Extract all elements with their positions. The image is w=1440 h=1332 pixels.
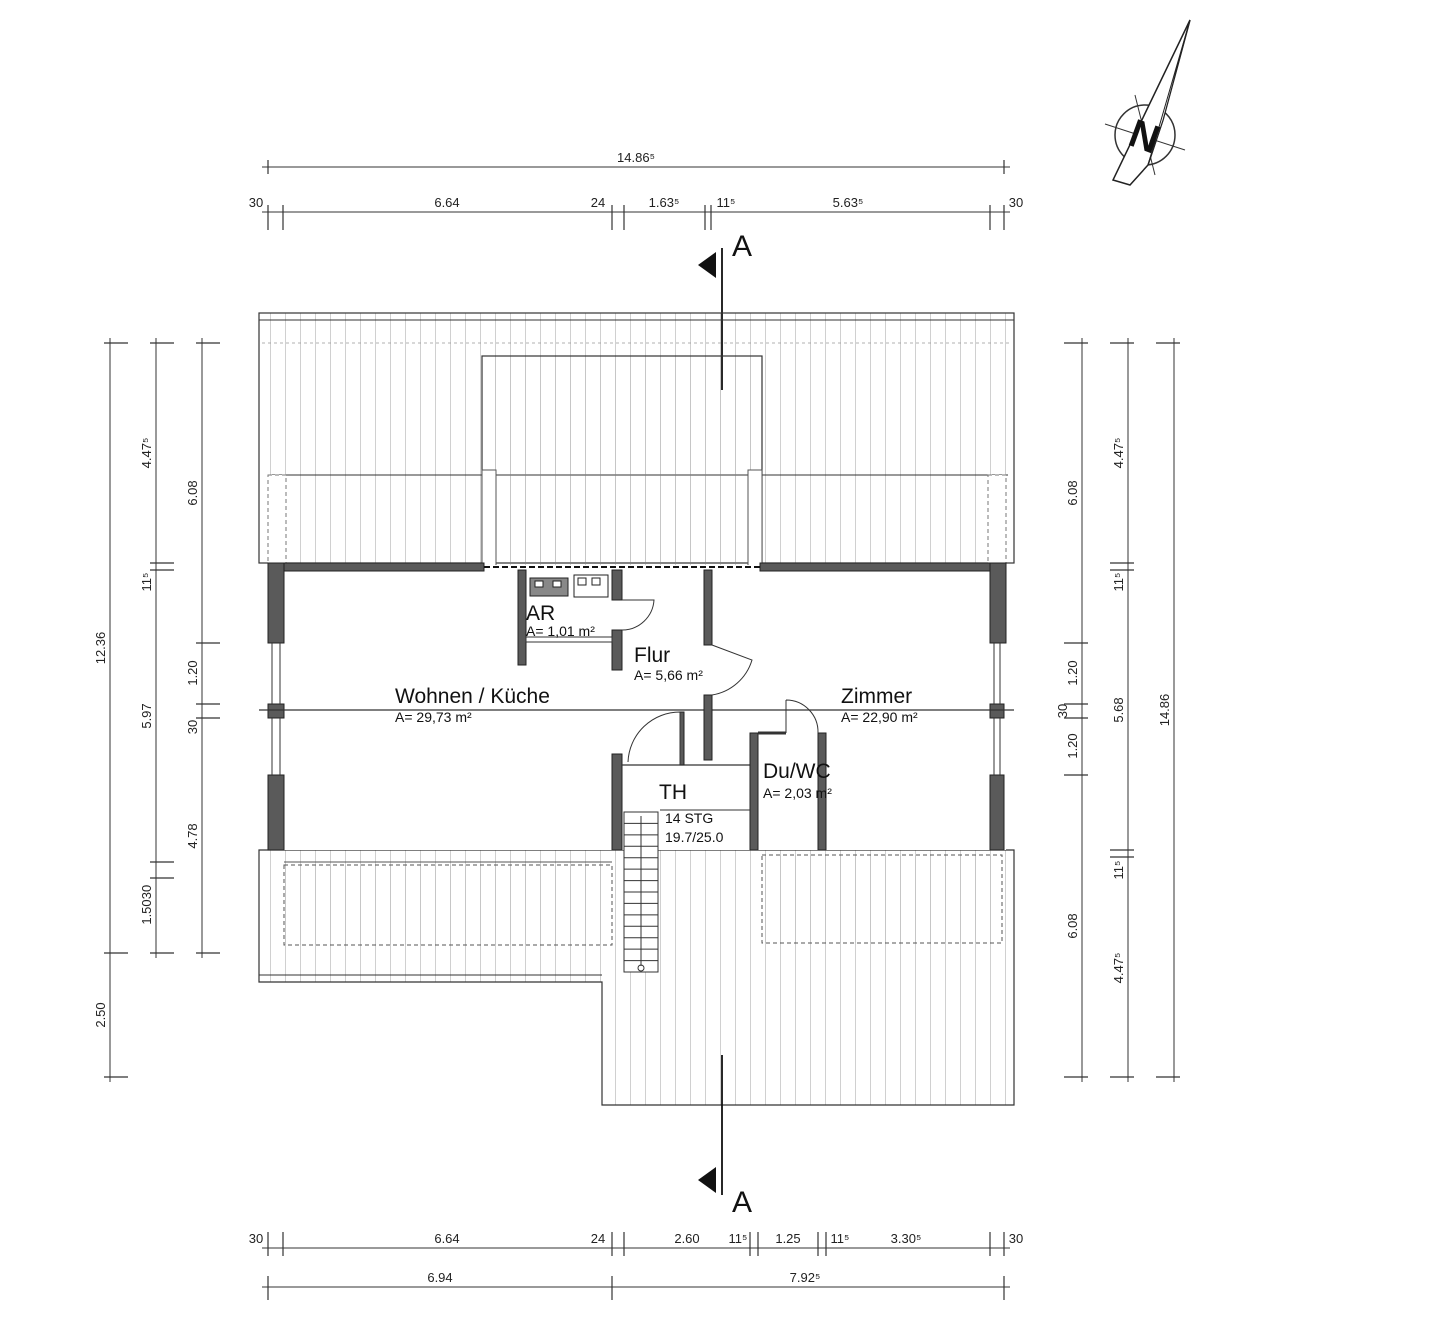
room-area-flur: A= 5,66 m² (634, 667, 703, 683)
right-inner-3: 1.20 (1065, 733, 1080, 758)
bottom-seg-1: 6.64 (434, 1231, 459, 1246)
stair-steps-label: 14 STG (665, 810, 713, 826)
right-middle-2: 5.68 (1111, 697, 1126, 722)
top-seg-0: 30 (249, 195, 263, 210)
room-labels: Wohnen / Küche A= 29,73 m² AR A= 1,01 m²… (395, 602, 918, 804)
left-dimensions: 12.36 2.50 4.47⁵ 11⁵ 5.97 1.50 30 6.08 1… (93, 338, 220, 1082)
bottom-dimensions: 30 6.64 24 2.60 11⁵ 1.25 11⁵ 3.30⁵ 30 6.… (249, 1231, 1023, 1300)
room-name-zimmer: Zimmer (841, 685, 912, 708)
bottom-total-1: 7.92⁵ (790, 1270, 821, 1285)
roof-upper (258, 312, 1015, 567)
left-middle-0: 4.47⁵ (139, 438, 154, 469)
left-middle-3: 1.50 (139, 899, 154, 924)
left-middle-2: 5.97 (139, 703, 154, 728)
bottom-seg-3: 2.60 (674, 1231, 699, 1246)
bottom-seg-5: 1.25 (775, 1231, 800, 1246)
north-arrow-icon: N (1104, 19, 1191, 186)
right-inner-2: 30 (1055, 704, 1070, 718)
right-middle-0: 4.47⁵ (1111, 438, 1126, 469)
staircase: 14 STG 19.7/25.0 (623, 809, 750, 973)
left-middle-1: 11⁵ (139, 573, 154, 592)
room-area-zimmer: A= 22,90 m² (841, 709, 918, 725)
room-area-duwc: A= 2,03 m² (763, 785, 832, 801)
bottom-seg-4: 11⁵ (729, 1231, 748, 1246)
top-dimensions: 14.86⁵ 30 6.64 24 1.63⁵ 11⁵ 5.63⁵ 30 (249, 150, 1023, 230)
roof-lower (258, 849, 1015, 1106)
left-outer-0: 12.36 (93, 632, 108, 665)
top-seg-4: 11⁵ (717, 195, 736, 210)
bottom-total-0: 6.94 (427, 1270, 452, 1285)
top-seg-6: 30 (1009, 195, 1023, 210)
section-letter-top: A (732, 230, 752, 263)
top-total-label: 14.86⁵ (617, 150, 655, 165)
top-seg-3: 1.63⁵ (649, 195, 680, 210)
right-inner-1: 1.20 (1065, 660, 1080, 685)
floor-interior (268, 565, 1006, 850)
bottom-seg-7: 3.30⁵ (891, 1231, 922, 1246)
left-outer-1: 2.50 (93, 1002, 108, 1027)
right-middle-1: 11⁵ (1111, 573, 1126, 592)
room-name-duwc: Du/WC (763, 760, 831, 783)
left-inner-2: 30 (185, 720, 200, 734)
room-name-ar: AR (526, 602, 555, 625)
right-outer-0: 14.86 (1157, 694, 1172, 727)
walls (259, 562, 1014, 851)
room-area-ar: A= 1,01 m² (526, 623, 595, 639)
room-area-wohnen: A= 29,73 m² (395, 709, 472, 725)
section-letter-bottom: A (732, 1186, 752, 1219)
right-middle-4: 4.47⁵ (1111, 953, 1126, 984)
right-middle-3: 11⁵ (1111, 861, 1126, 880)
stair-ratio-label: 19.7/25.0 (665, 829, 724, 845)
bottom-seg-2: 24 (591, 1231, 605, 1246)
left-inner-3: 4.78 (185, 823, 200, 848)
section-mark-bottom: A (698, 1055, 752, 1219)
doors (621, 599, 819, 765)
right-dimensions: 6.08 1.20 30 1.20 6.08 4.47⁵ 11⁵ 5.68 11… (1055, 338, 1180, 1082)
room-name-flur: Flur (634, 644, 670, 667)
bottom-seg-0: 30 (249, 1231, 263, 1246)
bottom-seg-6: 11⁵ (831, 1231, 850, 1246)
room-name-th: TH (659, 781, 687, 804)
compass-letter: N (1123, 111, 1165, 162)
room-name-wohnen: Wohnen / Küche (395, 685, 550, 708)
right-inner-0: 6.08 (1065, 480, 1080, 505)
bottom-seg-8: 30 (1009, 1231, 1023, 1246)
top-seg-5: 5.63⁵ (833, 195, 864, 210)
left-inner-0: 6.08 (185, 480, 200, 505)
right-inner-4: 6.08 (1065, 913, 1080, 938)
left-middle-4: 30 (139, 885, 154, 899)
left-inner-1: 1.20 (185, 660, 200, 685)
top-seg-2: 24 (591, 195, 605, 210)
top-seg-1: 6.64 (434, 195, 459, 210)
